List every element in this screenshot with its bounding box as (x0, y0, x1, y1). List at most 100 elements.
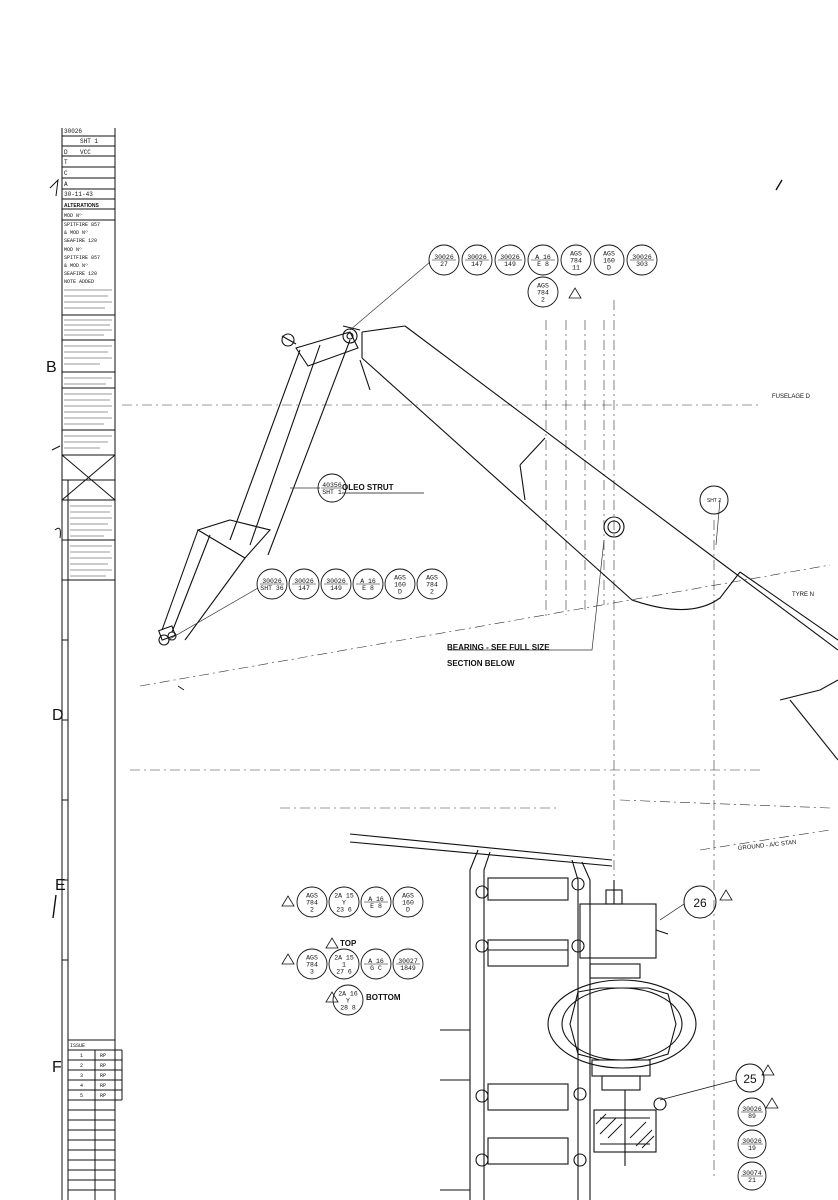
part-26-leader (659, 903, 685, 921)
top-bubble-6-line-1: 303 (636, 261, 648, 268)
bottom-bubble-0-line-0: 2A 16 (338, 991, 358, 998)
alteration-1-line-2: SPITFIRE 857 (64, 222, 100, 228)
top-bubble-3 (527, 244, 559, 276)
low1-bubble-0-line-1: 784 (306, 900, 318, 907)
low1-bubble-2-line-1: E 8 (370, 903, 382, 910)
mid-bubble-5-line-2: 2 (430, 589, 434, 596)
center-lines (122, 300, 831, 1180)
alteration-1-line-4: SEAFIRE 120 (64, 238, 97, 244)
low1-bubble-3 (392, 886, 424, 918)
alteration-1-line-3: & MOD Nº (64, 230, 88, 236)
low2-bubble-0-line-1: 784 (306, 962, 318, 969)
alterations-column (61, 128, 123, 1200)
alteration-2-line-1: MOD Nº (64, 247, 82, 253)
low1-bubble-3-line-0: AGS (402, 893, 414, 900)
mid-bubble-2-line-1: 149 (330, 585, 342, 592)
top-bubble-5 (593, 244, 625, 276)
zone-letter-b: B (46, 359, 57, 376)
right-bubble-1 (737, 1129, 767, 1159)
low1-bubble-1-line-1: Y (342, 900, 346, 907)
mid-bubble-2-line-0: 30026 (326, 578, 346, 585)
issue-row-4-number: 4 (80, 1083, 83, 1089)
top-bubble-3-line-1: E 8 (537, 261, 549, 268)
header-row-letter-a: A (64, 181, 68, 188)
zone-letter-e: E (55, 877, 66, 894)
top-bubble-5-line-0: AGS (603, 251, 615, 258)
part-26-bubble (683, 885, 717, 919)
low2-bubble-2-line-0: A 16 (368, 958, 384, 965)
top-bubble-0-line-1: 27 (440, 261, 448, 268)
right-bubble-2-line-0: 30074 (742, 1170, 762, 1177)
top-bubble-4-line-0: AGS (570, 251, 582, 258)
zone-mark-a (49, 178, 59, 197)
top-bubble-0 (428, 244, 460, 276)
oleo-bubble-0-line-0: 40356 (322, 482, 342, 489)
top-bubble-2-line-0: 30026 (500, 254, 520, 261)
header-row-1: 30026 (64, 128, 82, 135)
zone-mark-d (54, 527, 61, 539)
low2-bubble-1-line-2: 27 6 (336, 969, 352, 976)
oleo-bubble-0-line-1: SHT 1 (322, 489, 342, 496)
alteration-2-line-4: SEAFIRE 120 (64, 271, 97, 277)
alterations-heading: ALTERATIONS (64, 203, 99, 209)
mid-bubble-3-line-1: E 8 (362, 585, 374, 592)
header-row-2: SHT 1 (80, 138, 98, 145)
top-bubble-4-line-1: 784 (570, 258, 582, 265)
right-bubble-2-line-1: 21 (748, 1177, 756, 1184)
issue-row-5-number: 5 (80, 1093, 83, 1099)
top-bubble-5-line-1: 160 (603, 258, 615, 265)
bearing-section-detail (349, 833, 697, 1200)
top-label: TOP (340, 939, 357, 948)
right-bubble-1-line-1: 19 (748, 1145, 756, 1152)
part-25-bubble (735, 1063, 765, 1093)
ground-label: GROUND - A/C STAN (738, 840, 797, 852)
header-row-3: VCC (80, 149, 91, 156)
mid-bubble-4-line-2: D (398, 589, 402, 596)
low2-bubble-0-line-2: 3 (310, 969, 314, 976)
bottom-bubble-0 (332, 984, 364, 1016)
issue-row-3-number: 3 (80, 1073, 83, 1079)
right-bubble-2 (737, 1161, 767, 1191)
alteration-2-line-2: SPITFIRE 857 (64, 255, 100, 261)
top-bubble-2 (494, 244, 526, 276)
zone-letter-d: D (52, 707, 64, 724)
sht2-bubble (699, 485, 729, 515)
low1-bubble-1 (328, 886, 360, 918)
mid-bubble-1 (288, 568, 320, 600)
zone-letter-f: F (52, 1059, 62, 1076)
leader-lines (167, 261, 721, 651)
header-row-letter-c: C (64, 170, 68, 177)
top-bubble-1 (461, 244, 493, 276)
right-bubble-0-line-0: 30026 (742, 1106, 762, 1113)
issue-heading: ISSUE (70, 1043, 85, 1049)
low2-bubble-3-line-0: 30027 (398, 958, 418, 965)
fuselage-label: FUSELAGE D (772, 394, 811, 400)
right-bubble-1-line-0: 30026 (742, 1138, 762, 1145)
top-bubble-1-line-0: 30026 (467, 254, 487, 261)
header-row-letter-d: D (64, 149, 68, 156)
section-hatching (595, 1113, 655, 1149)
mid-bubble-5-line-1: 784 (426, 582, 438, 589)
top-extra-bubble-0-line-2: 2 (541, 297, 545, 304)
mid-bubble-1-line-1: 147 (298, 585, 310, 592)
top-extra-bubble-0 (527, 276, 559, 308)
mid-bubble-2 (320, 568, 352, 600)
low2-bubble-0-line-0: AGS (306, 955, 318, 962)
top-bubble-0-line-0: 30026 (434, 254, 454, 261)
stray-mark-2 (177, 685, 185, 691)
issue-row-1-number: 1 (80, 1053, 83, 1059)
alteration-2-line-5: NOTE ADDED (64, 279, 94, 285)
issue-row-5-by: RP (100, 1093, 106, 1099)
low1-bubble-3-line-2: D (406, 907, 410, 914)
bottom-bubble-0-line-2: 28 8 (340, 1005, 356, 1012)
mid-bubble-4 (384, 568, 416, 600)
mid-bubble-3 (352, 568, 384, 600)
sht2-bubble-text: SHT 2 (707, 498, 721, 504)
low2-bubble-1-line-0: 2A 15 (334, 955, 354, 962)
low1-bubble-0 (296, 886, 328, 918)
